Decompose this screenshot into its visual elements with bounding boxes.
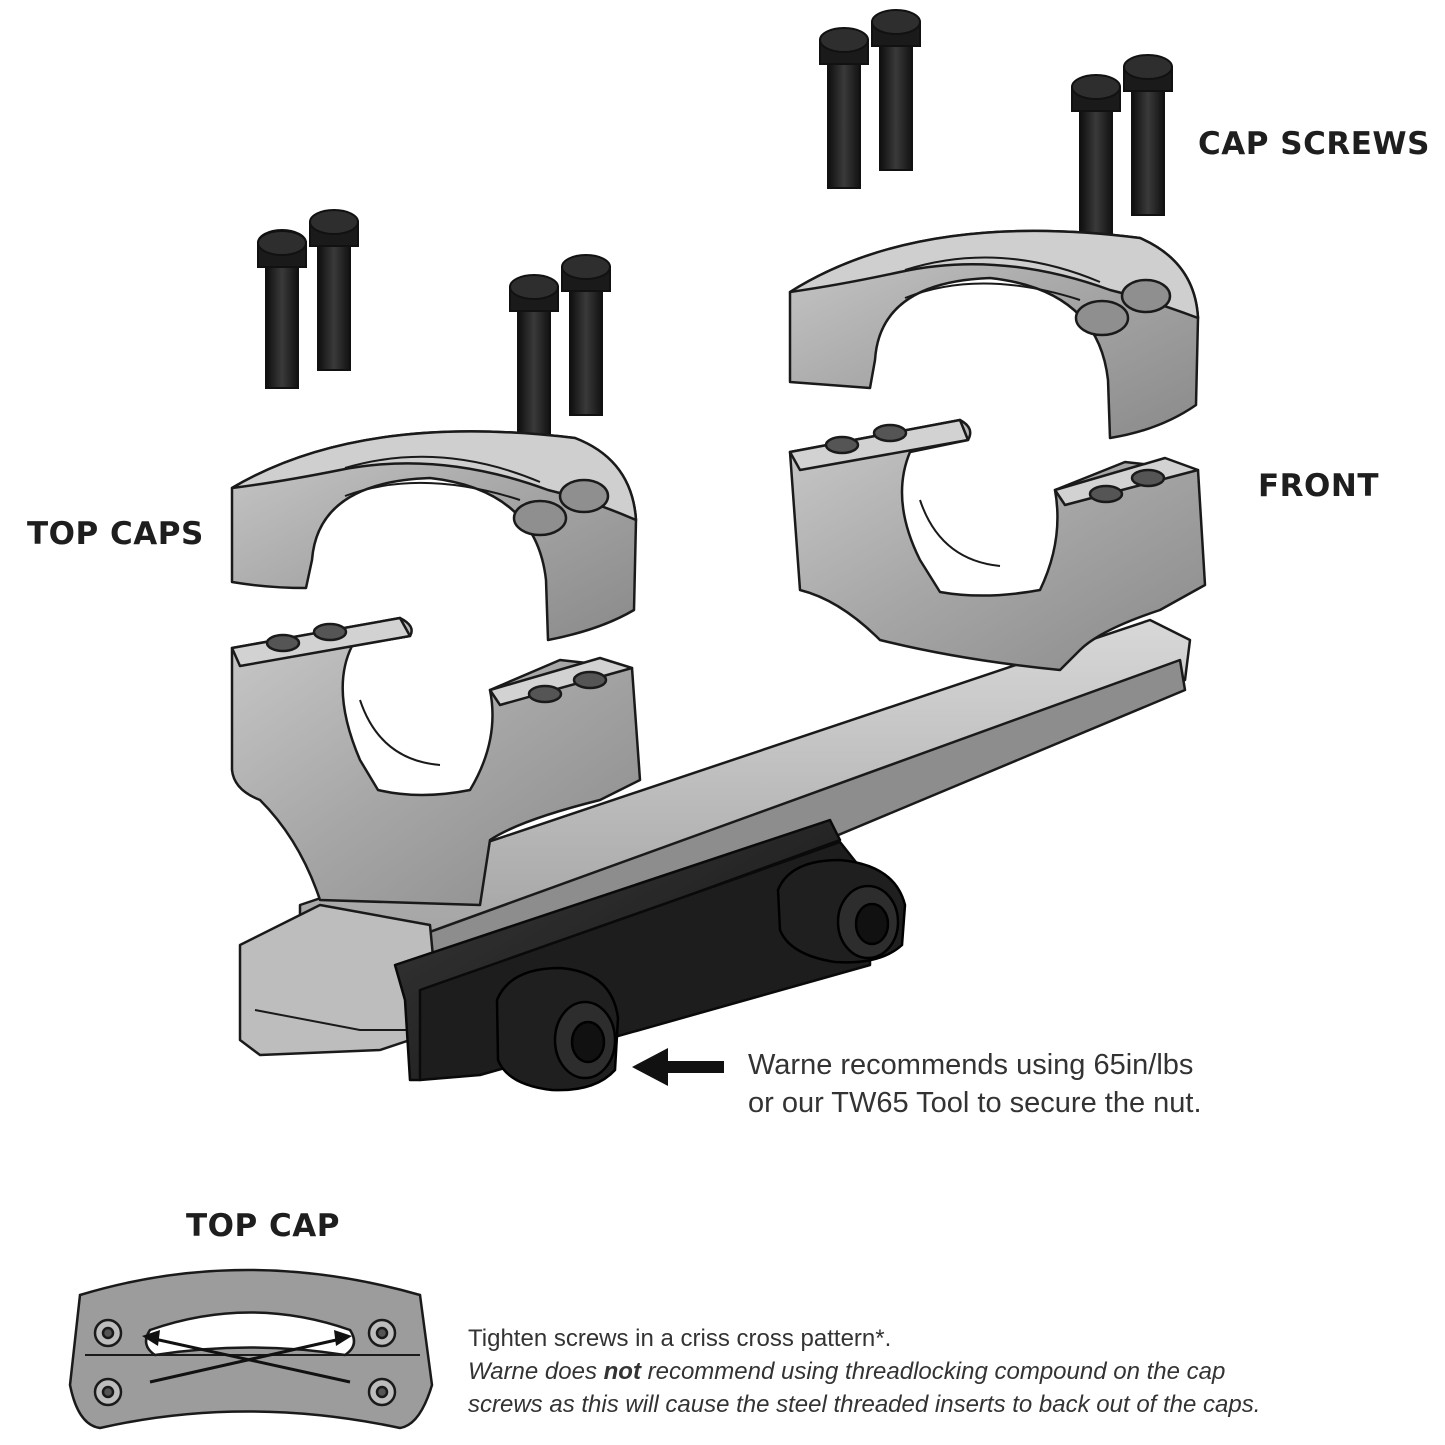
nut-torque-line-2: or our TW65 Tool to secure the nut.	[748, 1087, 1202, 1119]
cap-screw	[509, 274, 559, 436]
top-cap-tightening-diagram	[68, 1268, 434, 1430]
top-cap-label: TOP CAP	[186, 1208, 340, 1244]
top-cap-rear	[230, 430, 638, 642]
ring-base-rear	[230, 616, 642, 907]
screw-head-icon	[93, 1318, 123, 1348]
top-caps-label: TOP CAPS	[27, 516, 204, 552]
cross-bolt-nut-rear	[495, 966, 620, 1092]
cap-screw	[1123, 54, 1173, 216]
cap-screws-left-group	[257, 209, 611, 436]
tighten-line-2-pre: Warne does	[468, 1358, 604, 1385]
criss-cross-arrows-icon	[142, 1330, 352, 1384]
cap-screws-label: CAP SCREWS	[1198, 126, 1430, 162]
tighten-line-2-post: recommend using threadlocking compound o…	[640, 1358, 1226, 1385]
arrow-left-icon	[632, 1048, 724, 1086]
screw-head-icon	[367, 1377, 397, 1407]
nut-torque-note: Warne recommends using 65in/lbs or our T…	[748, 1046, 1202, 1122]
cap-screw	[309, 209, 359, 371]
tighten-line-2: Warne does not recommend using threadloc…	[468, 1355, 1260, 1388]
tighten-line-3: screws as this will cause the steel thre…	[468, 1391, 1261, 1418]
cap-screw	[819, 27, 869, 189]
cap-screw	[871, 9, 921, 171]
cross-bolt-nut-front	[776, 858, 907, 964]
front-label: FRONT	[1258, 468, 1379, 504]
screw-head-icon	[93, 1377, 123, 1407]
ring-base-front	[788, 418, 1207, 672]
cap-screw	[257, 229, 307, 389]
screw-head-icon	[367, 1318, 397, 1348]
cap-screw	[1071, 74, 1121, 236]
tighten-instructions: Tighten screws in a criss cross pattern*…	[468, 1322, 1260, 1421]
top-cap-front	[788, 229, 1200, 440]
tighten-line-1: Tighten screws in a criss cross pattern*…	[468, 1325, 892, 1352]
cap-screw	[561, 254, 611, 416]
nut-torque-line-1: Warne recommends using 65in/lbs	[748, 1049, 1194, 1081]
tighten-line-2-emphasis: not	[603, 1358, 641, 1385]
cap-screws-right-group	[819, 9, 1173, 236]
